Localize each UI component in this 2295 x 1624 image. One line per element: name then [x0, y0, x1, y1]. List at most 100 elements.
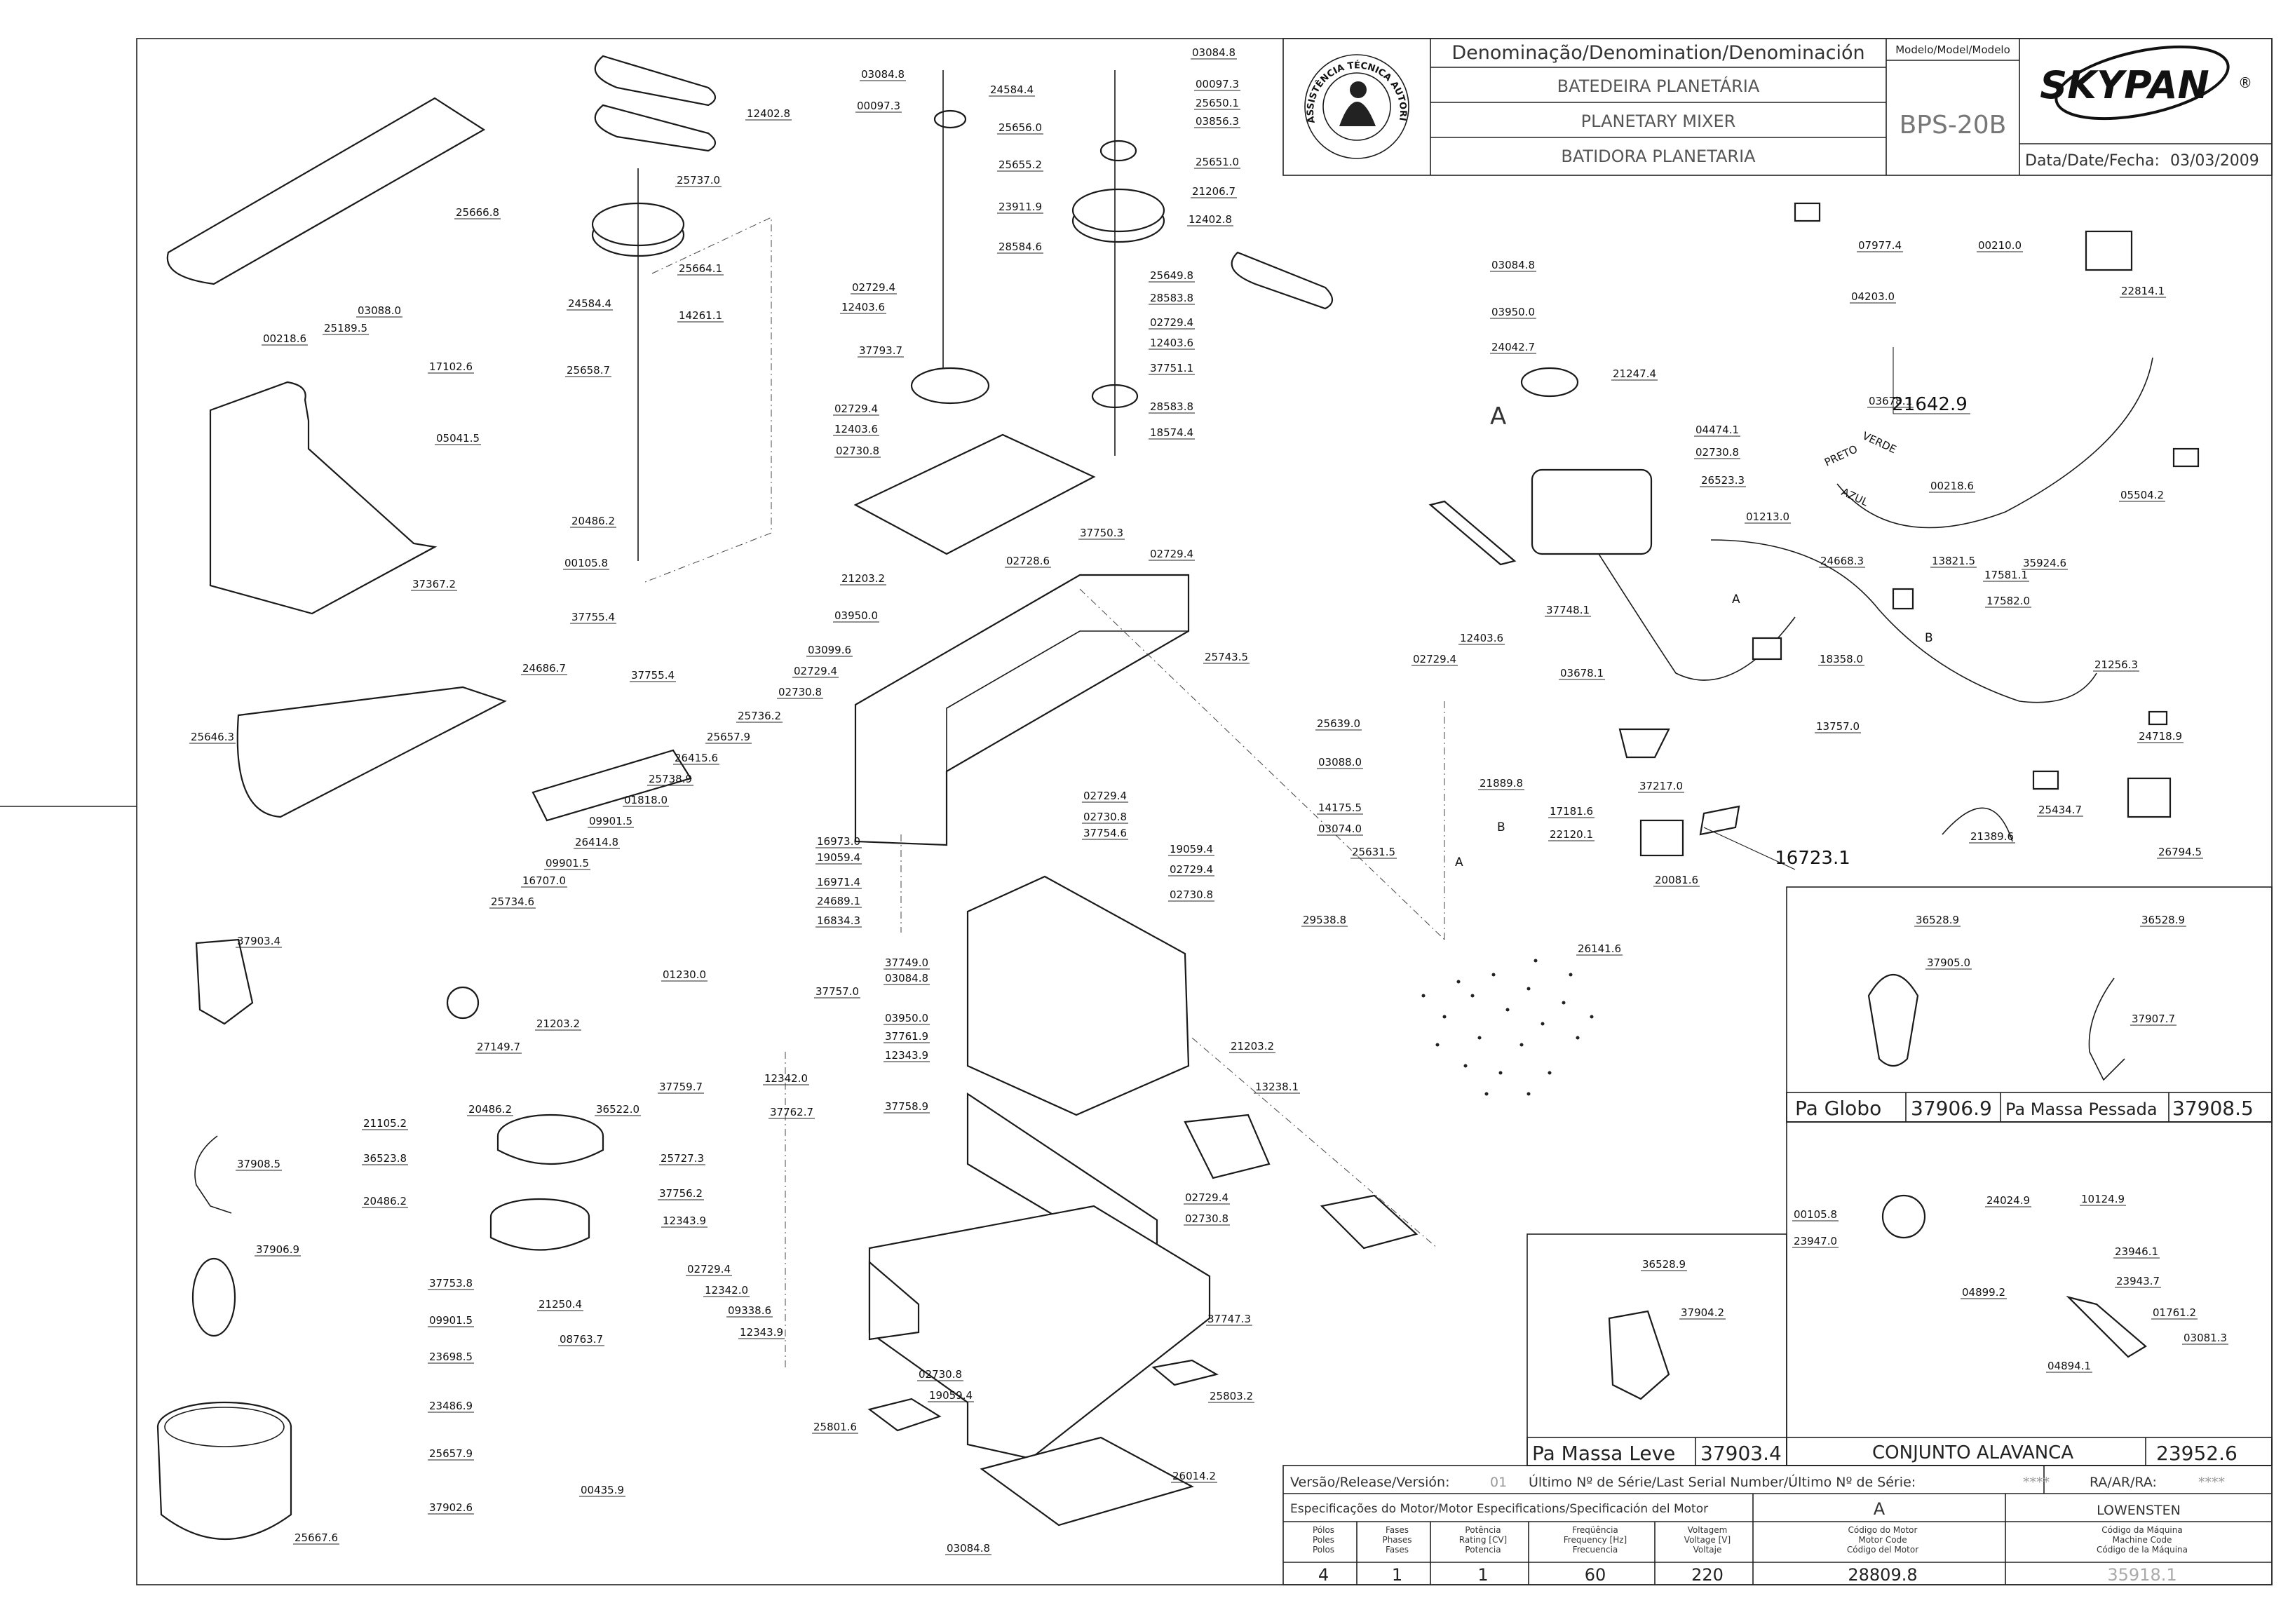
part-callouts: 12402.825666.825737.025664.124584.414261…	[189, 46, 2228, 1555]
part-number-label: 25650.1	[1196, 97, 1239, 109]
wiring-illustration	[1598, 553, 1796, 681]
part-number-label: 37755.4	[571, 611, 615, 623]
part-number-label: 01230.0	[663, 968, 706, 981]
part-number-label: 25434.7	[2038, 804, 2082, 816]
part-number-label: 21105.2	[363, 1117, 407, 1130]
part-number-label: 37761.9	[885, 1030, 928, 1043]
part-number-label: 13821.5	[1932, 555, 1975, 567]
part-number-label: 12342.0	[764, 1072, 808, 1085]
option-massa-pessada-code: 37908.5	[2172, 1097, 2254, 1120]
part-number-label: 28583.8	[1150, 400, 1193, 413]
connector-illustration	[1752, 637, 1782, 661]
part-number-label: 25649.8	[1150, 269, 1193, 282]
part-number-label: 12343.9	[663, 1214, 706, 1227]
head-housing-illustration	[854, 574, 1190, 846]
part-number-label: 17582.0	[1986, 595, 2030, 607]
part-label-large: 21642.9	[1892, 394, 1968, 415]
spec-column-value: 35918.1	[2107, 1565, 2176, 1585]
part-number-label: 21250.4	[539, 1298, 582, 1311]
part-number-label: 25646.3	[191, 731, 234, 743]
part-number-label: 25657.9	[429, 1447, 473, 1460]
part-number-label: 37757.0	[815, 985, 859, 998]
part-number-label: 24584.4	[990, 83, 1034, 96]
part-number-label: 37754.6	[1083, 827, 1127, 839]
part-number-label: 02729.4	[1185, 1191, 1228, 1204]
dough-hook-illustration	[2088, 977, 2125, 1081]
spec-column-header: Frecuencia	[1573, 1545, 1618, 1555]
part-number-label: 04899.2	[1962, 1286, 2005, 1299]
part-number-label: 37903.4	[237, 935, 280, 947]
label-sticker-illustration	[1794, 202, 1821, 222]
part-number-label: 03950.0	[885, 1012, 928, 1024]
part-number-label: 03074.0	[1318, 823, 1362, 835]
part-number-label: 00218.6	[263, 332, 306, 345]
product-name-pt: BATEDEIRA PLANETÁRIA	[1557, 76, 1760, 96]
part-number-label: 37753.8	[429, 1277, 473, 1290]
part-number-label: 01213.0	[1746, 510, 1789, 523]
spec-column-value: 28809.8	[1848, 1565, 1917, 1585]
part-number-label: 12343.9	[885, 1049, 928, 1062]
part-number-label: 00097.3	[1196, 78, 1239, 90]
part-number-label: 37747.3	[1207, 1313, 1251, 1325]
spec-column-header: Machine Code	[2113, 1535, 2172, 1545]
part-number-label: 37907.7	[2132, 1013, 2175, 1025]
part-number-label: 26415.6	[675, 752, 718, 764]
part-number-label: 03084.8	[885, 972, 928, 984]
spec-column-header: Potência	[1465, 1525, 1501, 1535]
part-number-label: 37902.6	[429, 1501, 473, 1514]
switch-illustration	[1892, 588, 1914, 610]
part-number-label: 24024.9	[1986, 1194, 2030, 1207]
part-number-label: 00105.8	[564, 557, 608, 569]
part-number-label: 25803.2	[1210, 1390, 1253, 1402]
part-number-label: 20486.2	[571, 515, 615, 527]
part-number-label: 03081.3	[2184, 1332, 2227, 1344]
part-number-label: 26014.2	[1172, 1470, 1216, 1482]
spec-column-header: Voltaje	[1693, 1545, 1722, 1555]
part-number-label: 26414.8	[575, 836, 618, 848]
part-number-label: 02729.4	[1150, 316, 1193, 329]
spec-column-value: 1	[1477, 1565, 1488, 1585]
part-number-label: 24042.7	[1491, 341, 1535, 353]
part-number-label: 02730.8	[1083, 811, 1127, 823]
drawing-frame	[136, 38, 2273, 1585]
part-number-label: 12342.0	[705, 1284, 748, 1297]
spec-column-header: Rating [CV]	[1459, 1535, 1507, 1545]
part-number-label: 18358.0	[1820, 653, 1863, 665]
part-number-label: 23486.9	[429, 1400, 473, 1412]
part-number-label: 25734.6	[491, 895, 534, 908]
part-number-label: 16973.0	[817, 835, 860, 848]
part-number-label: 02729.4	[687, 1263, 731, 1275]
motor-reference-letter: A	[1490, 402, 1506, 431]
option-lever-set-code: 23952.6	[2156, 1442, 2238, 1465]
part-number-label: 25657.9	[707, 731, 750, 743]
part-number-label: 24584.4	[568, 297, 611, 310]
part-number-label: 36528.9	[1642, 1258, 1686, 1271]
dough-hook-illustration	[194, 1135, 232, 1214]
part-number-label: 21256.3	[2094, 658, 2138, 671]
part-number-label: 19059.4	[817, 851, 860, 864]
part-number-label: 21247.4	[1613, 367, 1656, 380]
part-number-label: 37904.2	[1681, 1306, 1724, 1319]
part-number-label: 37756.2	[659, 1187, 703, 1200]
part-label-large: 16723.1	[1775, 848, 1850, 869]
part-number-label: 28583.8	[1150, 292, 1193, 304]
serial-value: ****	[2023, 1475, 2050, 1490]
part-number-label: 23947.0	[1794, 1235, 1837, 1247]
part-number-label: 21389.6	[1970, 830, 2014, 843]
lever-illustration	[2066, 1295, 2147, 1358]
part-number-label: 00218.6	[1930, 480, 1974, 492]
part-number-label: 14175.5	[1318, 801, 1362, 814]
part-number-label: 25631.5	[1352, 846, 1395, 858]
motor-letter: A	[1874, 1499, 1886, 1519]
logo-plate-illustration	[1699, 805, 1740, 836]
part-number-label: 12403.6	[841, 301, 885, 313]
part-number-label: 26523.3	[1701, 474, 1745, 487]
crumbs-texture	[1421, 959, 1594, 1096]
part-number-label: 04894.1	[2047, 1360, 2091, 1372]
ra-value: ****	[2198, 1475, 2225, 1490]
part-number-label: 03084.8	[861, 68, 905, 81]
part-number-label: 24689.1	[817, 895, 860, 907]
connector-letter: B	[1497, 820, 1505, 834]
part-number-label: 22120.1	[1550, 828, 1593, 841]
